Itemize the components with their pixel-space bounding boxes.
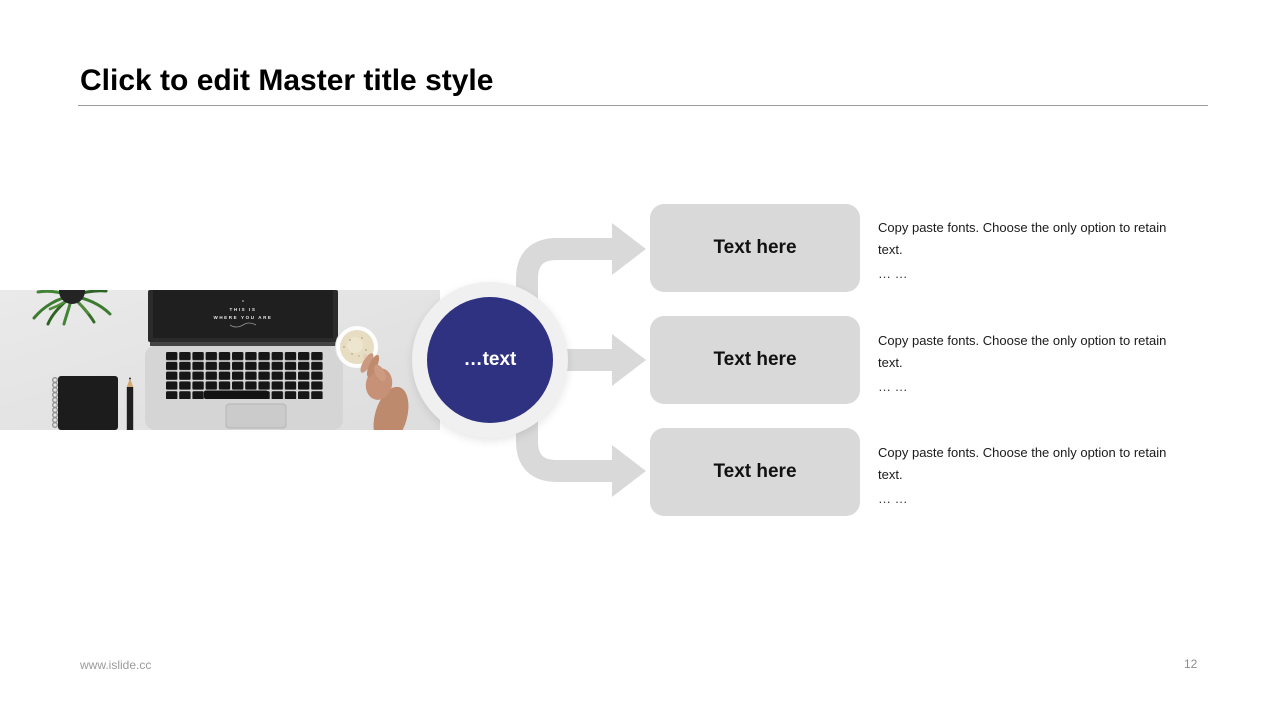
hub-circle: …text	[427, 297, 553, 423]
laptop-screen-text-line2: WHERE YOU ARE	[213, 315, 272, 320]
hand	[360, 353, 409, 430]
footer-url: www.islide.cc	[80, 658, 152, 672]
plant	[32, 290, 112, 326]
laptop-hinge	[150, 342, 336, 346]
slide-title: Click to edit Master title style	[80, 64, 494, 97]
arrow-middle-head	[612, 334, 646, 386]
item-description-3-text: Copy paste fonts. Choose the only option…	[878, 445, 1167, 482]
laptop-screen-text-line1: THIS IS	[230, 307, 257, 312]
pencil	[126, 377, 134, 430]
laptop-spacebar	[204, 390, 268, 399]
item-description-3-ellipsis: … …	[878, 491, 908, 506]
text-box-2-label: Text here	[713, 349, 797, 370]
item-description-2: Copy paste fonts. Choose the only option…	[878, 330, 1170, 398]
notebook	[52, 376, 118, 430]
page-number: 12	[1184, 657, 1198, 671]
arrow-top-head	[612, 223, 646, 275]
text-box-3-label: Text here	[713, 461, 797, 482]
laptop-trackpad	[225, 403, 287, 429]
text-box-1-label: Text here	[713, 237, 797, 258]
item-description-1-ellipsis: … …	[878, 266, 908, 281]
notebook-spiral	[52, 377, 58, 428]
item-description-2-text: Copy paste fonts. Choose the only option…	[878, 333, 1167, 370]
laptop: THIS IS WHERE YOU ARE	[145, 290, 343, 430]
item-description-1-text: Copy paste fonts. Choose the only option…	[878, 220, 1167, 257]
hub-label: …text	[463, 349, 517, 370]
fingernail	[363, 353, 367, 359]
text-box-1: Text here	[650, 204, 860, 292]
plant-pot	[59, 290, 85, 304]
arrow-bottom-head	[612, 445, 646, 497]
title-underline	[78, 105, 1208, 106]
item-description-2-ellipsis: … …	[878, 379, 908, 394]
text-box-3: Text here	[650, 428, 860, 516]
item-description-3: Copy paste fonts. Choose the only option…	[878, 442, 1170, 510]
desk-photo: THIS IS WHERE YOU ARE	[0, 290, 440, 430]
text-box-2: Text here	[650, 316, 860, 404]
item-description-1: Copy paste fonts. Choose the only option…	[878, 217, 1170, 285]
